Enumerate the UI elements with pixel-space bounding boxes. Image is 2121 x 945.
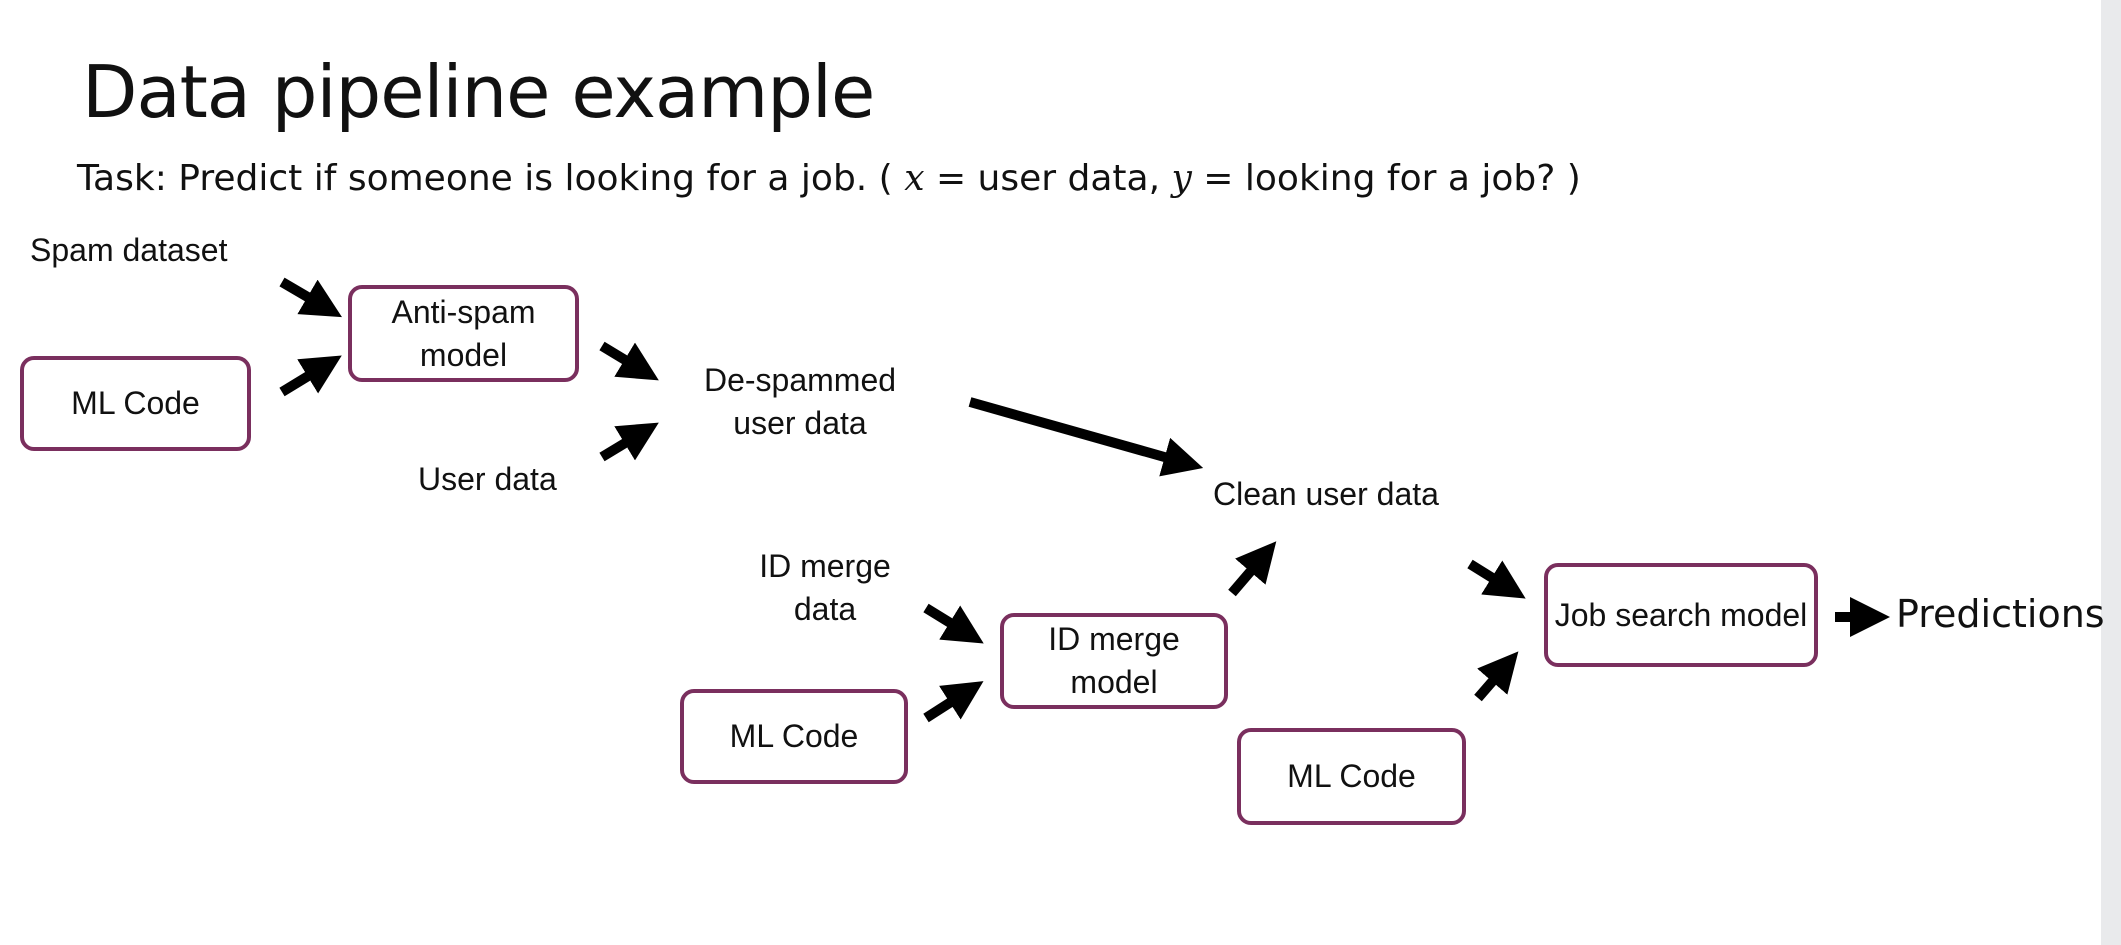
ml-code-box-antispam: ML Code <box>20 356 251 451</box>
ml-code-box-jobsearch: ML Code <box>1237 728 1466 825</box>
task-prefix: Task: Predict if someone is looking for … <box>77 158 905 199</box>
arrow-despammed-to-clean <box>968 397 1204 477</box>
user-data-label: User data <box>418 461 557 497</box>
ml-code-label: ML Code <box>1287 758 1416 794</box>
job-search-model-box: Job search model <box>1544 563 1818 667</box>
id-merge-model-box: ID merge model <box>1000 613 1228 709</box>
id-merge-data-label: ID merge data <box>759 548 891 627</box>
window-edge <box>2101 0 2121 945</box>
clean-user-data-label: Clean user data <box>1213 476 1439 512</box>
task-description: Task: Predict if someone is looking for … <box>77 158 1581 199</box>
arrow-mlcode-to-jobsearch <box>1474 651 1519 702</box>
ml-code-box-idmerge: ML Code <box>680 689 908 784</box>
task-x-variable: x <box>904 158 925 199</box>
arrow-idmergedata-to-idmerge <box>923 603 984 644</box>
anti-spam-model-label: Anti-spam model <box>391 293 536 373</box>
arrow-userdata-to-despammed <box>599 422 659 462</box>
slide-title: Data pipeline example <box>82 50 875 134</box>
arrow-antispam-to-despammed <box>599 341 659 381</box>
spam-dataset-label: Spam dataset <box>30 232 228 268</box>
arrow-idmerge-to-clean <box>1228 541 1277 597</box>
predictions-label: Predictions <box>1896 592 2105 636</box>
id-merge-model-label: ID merge model <box>1048 621 1180 700</box>
job-search-model-label: Job search model <box>1554 596 1808 633</box>
ml-code-label: ML Code <box>729 718 859 754</box>
task-y-variable: y <box>1171 158 1192 199</box>
task-suffix: = looking for a job? ) <box>1191 158 1581 199</box>
despammed-user-data-label: De-spammed user data <box>703 362 897 441</box>
anti-spam-model-box: Anti-spam model <box>348 285 579 382</box>
arrow-mlcode-to-antispam <box>279 355 342 397</box>
arrow-spam-to-antispam <box>279 277 342 318</box>
task-mid: = user data, <box>924 158 1172 199</box>
ml-code-label: ML Code <box>71 385 200 421</box>
arrow-mlcode-to-idmerge <box>923 681 984 723</box>
arrow-clean-to-jobsearch <box>1467 559 1526 599</box>
